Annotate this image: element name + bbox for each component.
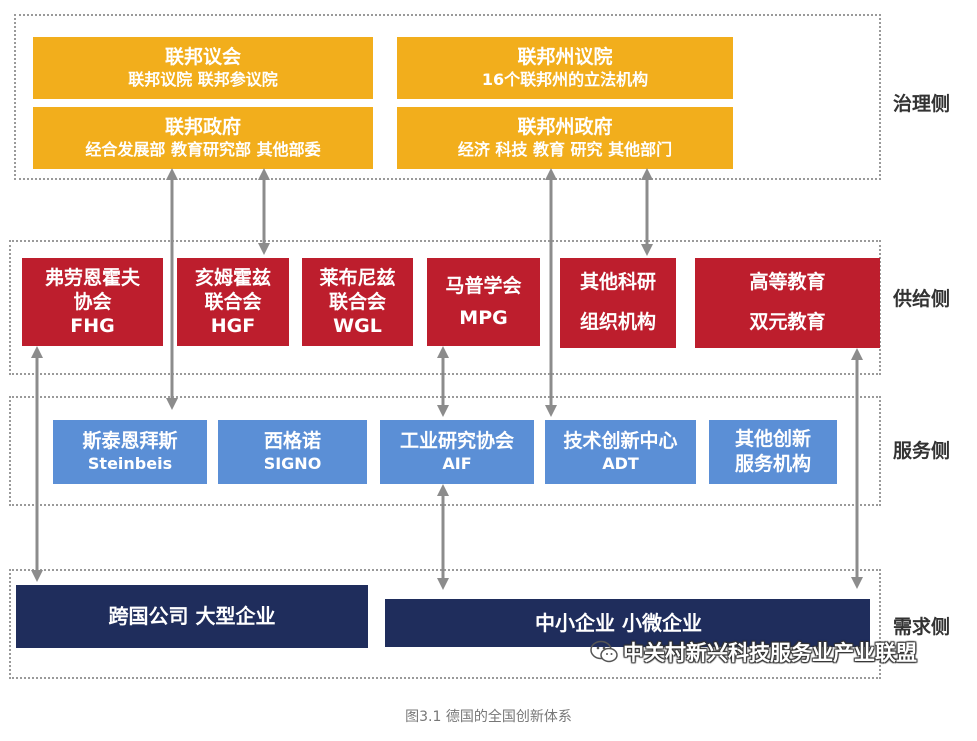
other-service-box: 其他创新 服务机构 bbox=[709, 420, 837, 484]
adt-line1: 技术创新中心 bbox=[563, 430, 678, 453]
aif-line1: 工业研究协会 bbox=[399, 430, 514, 453]
aif-line2: AIF bbox=[442, 453, 472, 473]
state-parliament-sub: 16个联邦州的立法机构 bbox=[481, 69, 649, 89]
governance-label: 治理侧 bbox=[893, 93, 951, 115]
supply-label: 供给侧 bbox=[893, 288, 951, 310]
other-research-line2: 组织机构 bbox=[579, 311, 656, 333]
bundestag-sub: 联邦议院 联邦参议院 bbox=[128, 69, 278, 89]
fhg-line1: 弗劳恩霍夫 bbox=[44, 266, 140, 289]
other-service-line1: 其他创新 bbox=[734, 428, 811, 451]
demand-label: 需求侧 bbox=[893, 616, 951, 638]
watermark: 中关村新兴科技服务业产业联盟 bbox=[589, 636, 917, 668]
large-enterprise-label: 跨国公司 大型企业 bbox=[108, 604, 276, 628]
large-enterprise-box: 跨国公司 大型企业 bbox=[16, 585, 368, 648]
higher-edu-line1: 高等教育 bbox=[749, 271, 826, 294]
federal-gov-box: 联邦政府 经合发展部 教育研究部 其他部委 bbox=[33, 107, 373, 169]
state-parliament-title: 联邦州议院 bbox=[517, 46, 613, 69]
figure-caption: 图3.1 德国的全国创新体系 bbox=[405, 709, 572, 725]
hgf-box: 亥姆霍兹 联合会 HGF bbox=[177, 258, 289, 346]
state-gov-box: 联邦州政府 经济 科技 教育 研究 其他部门 bbox=[397, 107, 733, 169]
aif-box: 工业研究协会 AIF bbox=[380, 420, 534, 484]
bundestag-title: 联邦议会 bbox=[164, 46, 241, 69]
steinbeis-line2: Steinbeis bbox=[87, 453, 173, 473]
wgl-line2: 联合会 bbox=[328, 290, 386, 313]
bundestag-box: 联邦议会 联邦议院 联邦参议院 bbox=[33, 37, 373, 99]
hgf-line3: HGF bbox=[210, 315, 256, 338]
steinbeis-line1: 斯泰恩拜斯 bbox=[82, 430, 178, 453]
other-research-line1: 其他科研 bbox=[579, 271, 656, 294]
hgf-line2: 联合会 bbox=[204, 290, 262, 313]
fhg-line2: 协会 bbox=[73, 290, 112, 313]
wgl-box: 莱布尼兹 联合会 WGL bbox=[302, 258, 413, 346]
federal-gov-sub: 经合发展部 教育研究部 其他部委 bbox=[85, 139, 321, 159]
fhg-box: 弗劳恩霍夫 协会 FHG bbox=[22, 258, 163, 346]
signo-line2: SIGNO bbox=[263, 453, 322, 473]
adt-box: 技术创新中心 ADT bbox=[545, 420, 696, 484]
adt-line2: ADT bbox=[602, 453, 639, 473]
other-service-line2: 服务机构 bbox=[734, 453, 811, 475]
mpg-line2: MPG bbox=[459, 307, 508, 329]
watermark-text: 中关村新兴科技服务业产业联盟 bbox=[623, 641, 917, 665]
signo-box: 西格诺 SIGNO bbox=[218, 420, 367, 484]
higher-edu-line2: 双元教育 bbox=[749, 311, 826, 333]
hgf-line1: 亥姆霍兹 bbox=[194, 266, 271, 289]
wgl-line1: 莱布尼兹 bbox=[319, 266, 396, 289]
service-label: 服务侧 bbox=[893, 440, 951, 462]
steinbeis-box: 斯泰恩拜斯 Steinbeis bbox=[53, 420, 207, 484]
other-research-box: 其他科研 组织机构 bbox=[560, 258, 676, 348]
higher-edu-box: 高等教育 双元教育 bbox=[695, 258, 880, 348]
mpg-box: 马普学会 MPG bbox=[427, 258, 540, 346]
governance-layer bbox=[14, 14, 881, 180]
mpg-line1: 马普学会 bbox=[445, 274, 522, 297]
wechat-icon bbox=[590, 640, 618, 663]
wgl-line3: WGL bbox=[333, 315, 382, 338]
sme-label: 中小企业 小微企业 bbox=[535, 610, 702, 635]
sme-box: 中小企业 小微企业 bbox=[385, 599, 870, 647]
federal-gov-title: 联邦政府 bbox=[164, 116, 241, 139]
state-gov-sub: 经济 科技 教育 研究 其他部门 bbox=[457, 139, 673, 159]
fhg-line3: FHG bbox=[70, 315, 115, 338]
state-gov-title: 联邦州政府 bbox=[517, 116, 613, 139]
state-parliament-box: 联邦州议院 16个联邦州的立法机构 bbox=[397, 37, 733, 99]
signo-line1: 西格诺 bbox=[263, 430, 321, 453]
